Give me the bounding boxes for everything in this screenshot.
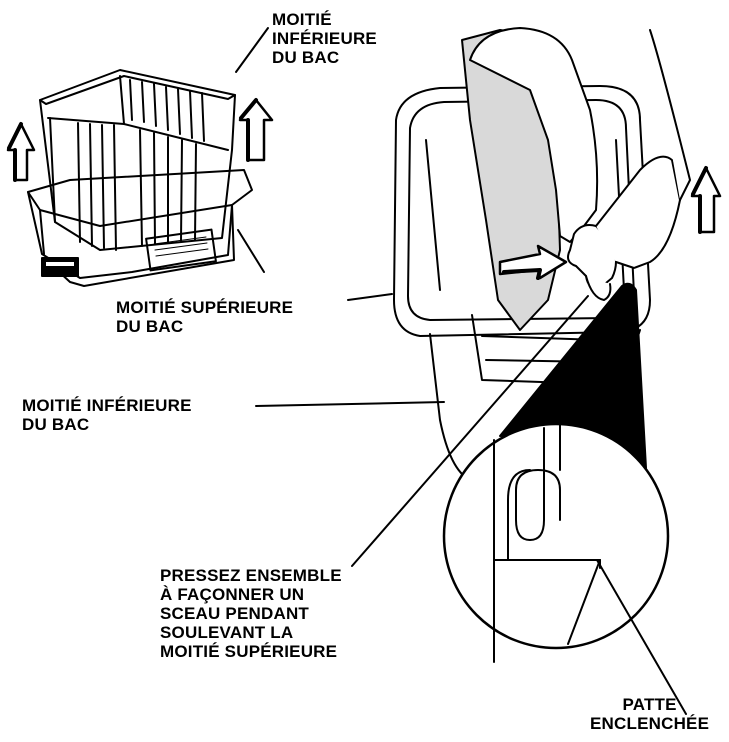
- up-arrow-icon: [6, 122, 36, 182]
- label-line: MOITIÉ: [272, 10, 332, 29]
- tab-detail: [493, 419, 601, 663]
- label-patte-enclenchee: PATTE ENCLENCHÉE: [590, 695, 709, 733]
- label-line: PATTE: [622, 695, 677, 714]
- label-line: DU BAC: [22, 415, 90, 434]
- magnifier-circle: [442, 422, 670, 650]
- up-arrow-icon: [238, 98, 274, 162]
- up-arrow-icon: [690, 166, 722, 234]
- label-line: PRESSEZ ENSEMBLE: [160, 566, 342, 585]
- label-line: SCEAU PENDANT: [160, 604, 310, 623]
- small-lower-bin-half: [27, 169, 253, 287]
- small-upper-bin-half: [39, 69, 236, 251]
- label-moitie-inferieure-top: MOITIÉ INFÉRIEURE DU BAC: [272, 10, 377, 67]
- label-line: MOITIÉ SUPÉRIEURE: [160, 642, 338, 661]
- label-line: À FAÇONNER UN: [160, 585, 305, 604]
- label-moitie-superieure: MOITIÉ SUPÉRIEURE DU BAC: [116, 298, 293, 336]
- label-line: SOULEVANT LA: [160, 623, 294, 642]
- hands: [469, 27, 691, 301]
- label-moitie-inferieure: MOITIÉ INFÉRIEURE DU BAC: [22, 396, 192, 434]
- leader-lines: [235, 27, 687, 715]
- label-instruction: PRESSEZ ENSEMBLE À FAÇONNER UN SCEAU PEN…: [160, 566, 342, 661]
- label-line: MOITIÉ INFÉRIEURE: [22, 396, 192, 415]
- label-line: DU BAC: [116, 317, 184, 336]
- label-line: ENCLENCHÉE: [590, 714, 710, 733]
- label-line: MOITIÉ SUPÉRIEURE: [116, 298, 294, 317]
- label-line: INFÉRIEURE: [272, 29, 377, 48]
- label-line: DU BAC: [272, 48, 340, 67]
